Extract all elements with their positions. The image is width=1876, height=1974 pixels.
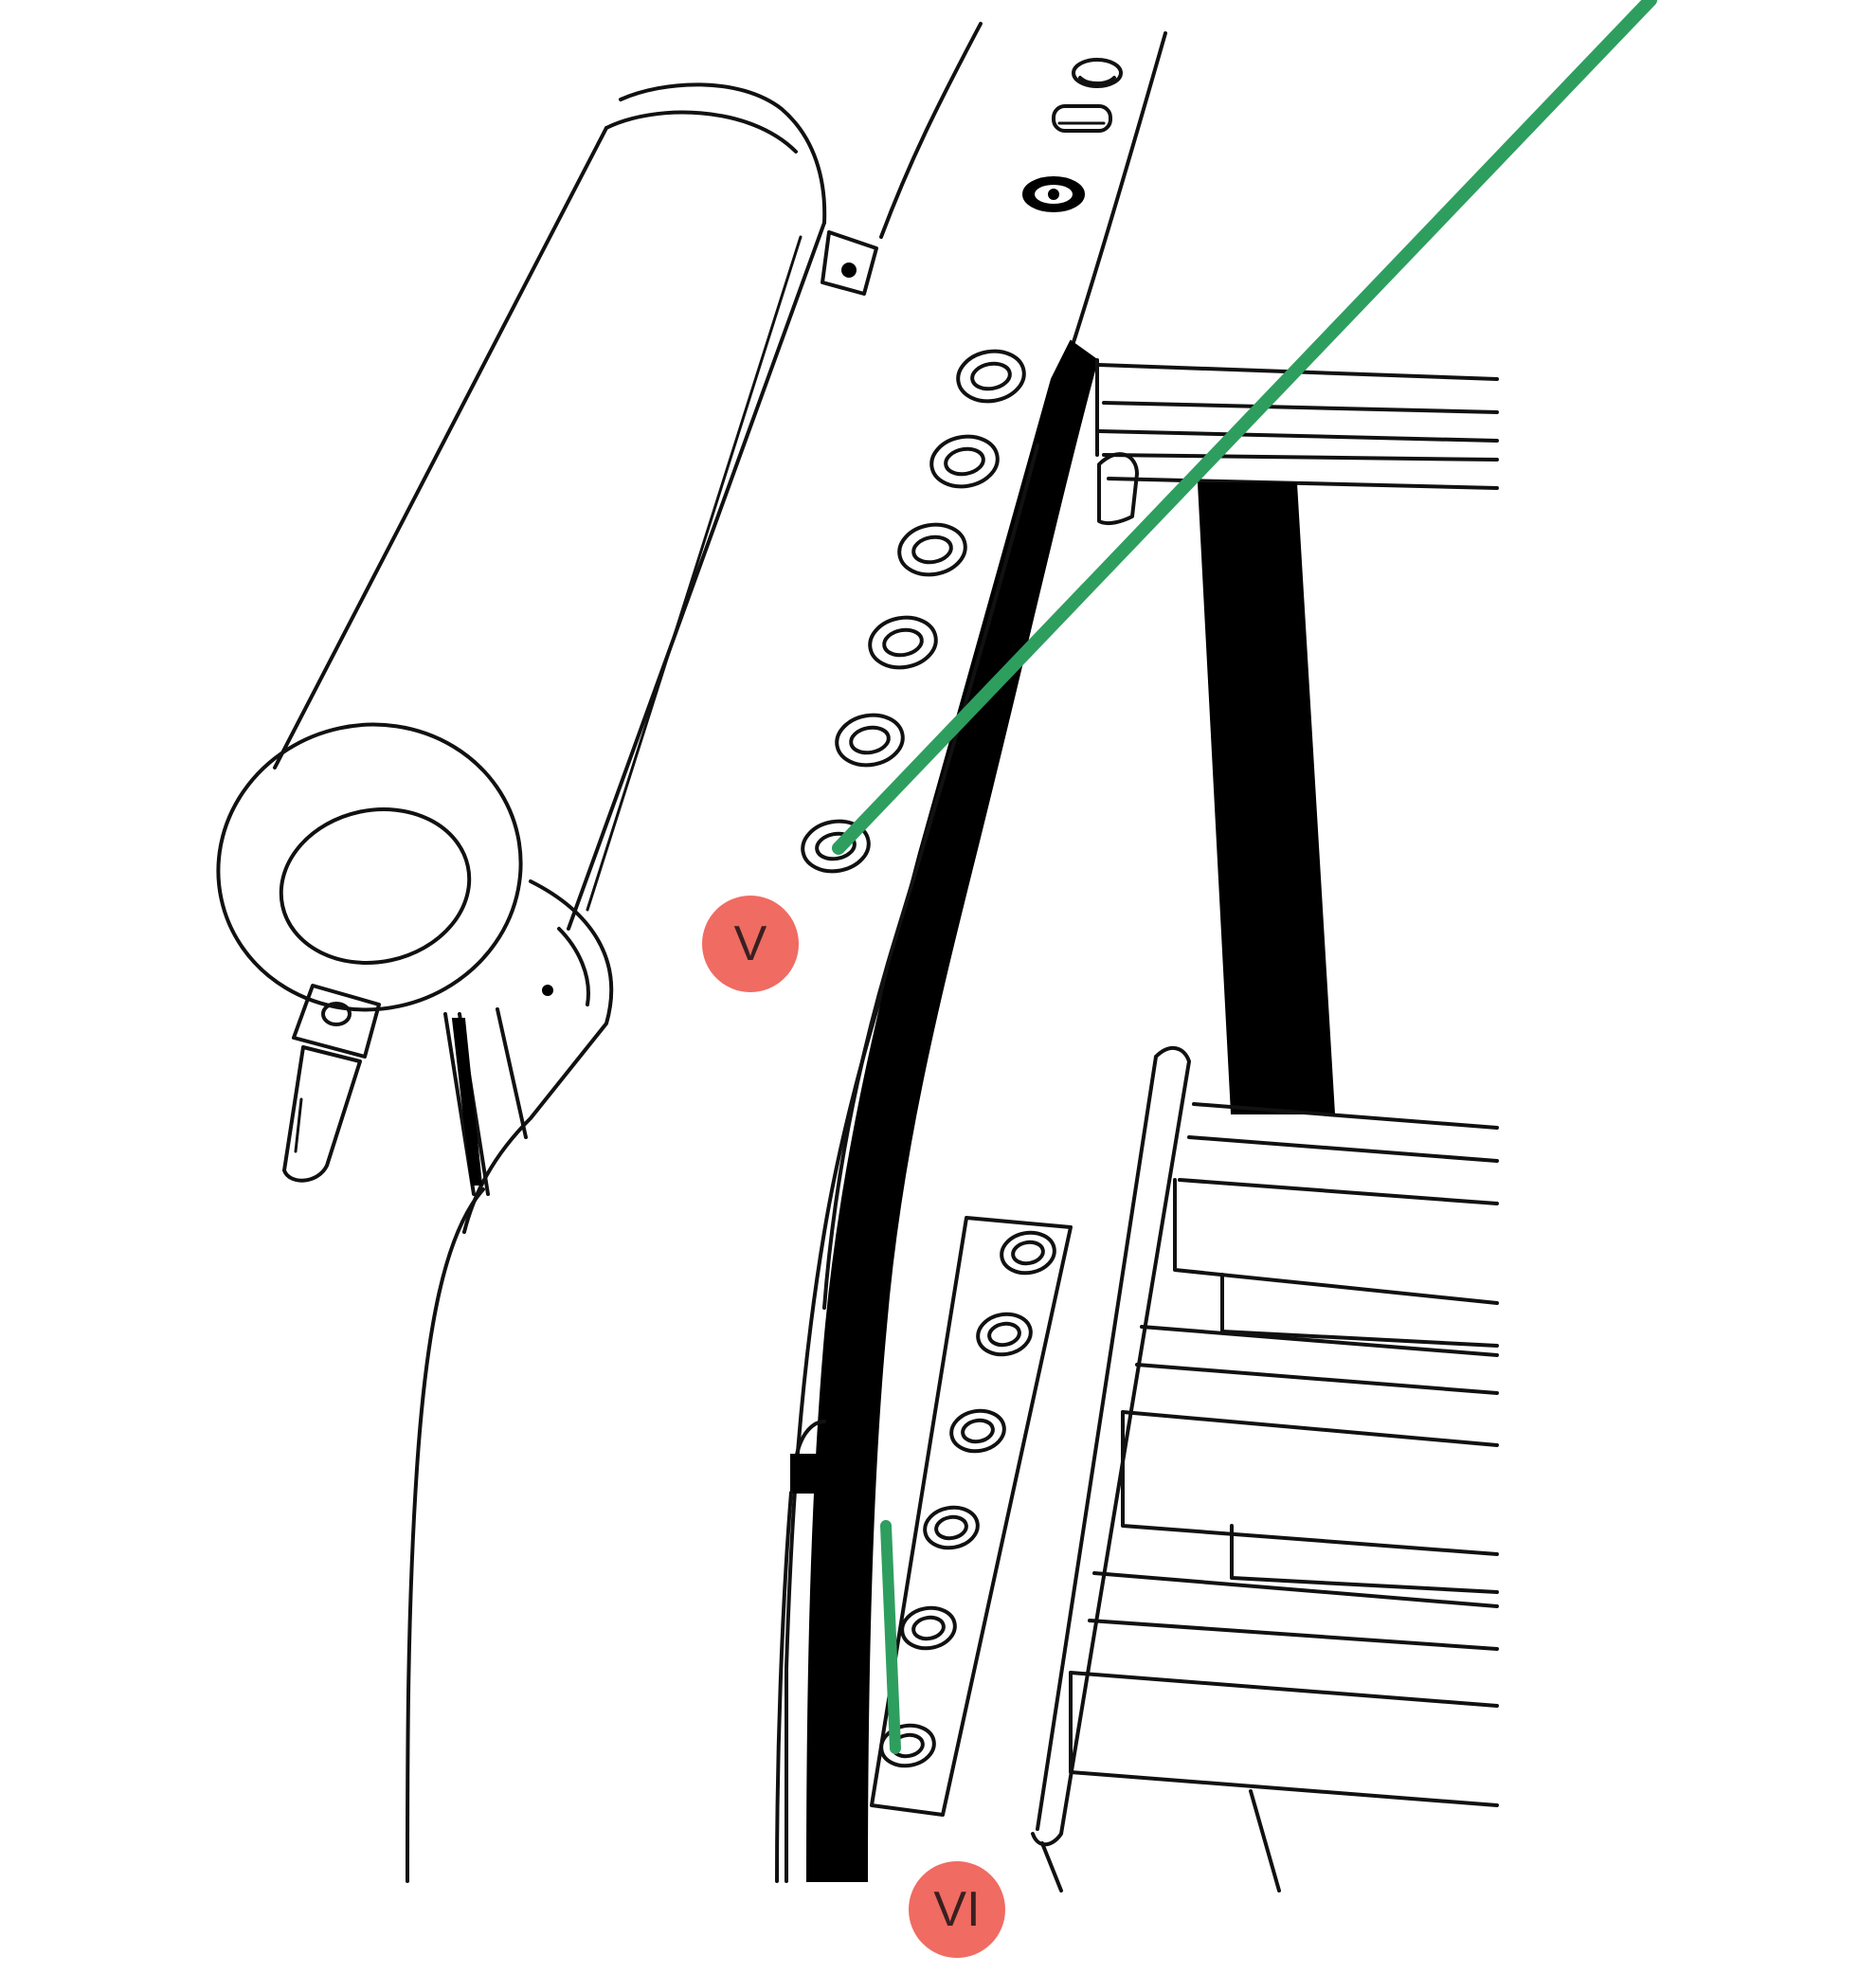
rail-holes	[801, 349, 1026, 874]
label-vi: VI	[909, 1861, 1005, 1958]
lower-slats	[1031, 1046, 1499, 1893]
label-v-badge	[702, 896, 799, 992]
label-v: V	[702, 896, 799, 992]
cabinet-side	[406, 1187, 485, 1883]
hole-inner-ring	[970, 361, 1012, 391]
roller-bracket	[443, 1007, 528, 1196]
guide-lines	[832, 0, 1657, 1754]
hole-inner-ring	[1011, 1240, 1045, 1266]
label-vi-text: VI	[933, 1882, 980, 1937]
strip-holes	[879, 1230, 1056, 1768]
latch-tab	[282, 984, 381, 1183]
guide-line-vi	[880, 1520, 901, 1754]
hole-inner-ring	[944, 446, 985, 477]
roller	[216, 82, 827, 1234]
main-rail	[775, 22, 1167, 1883]
hole-inner-ring	[911, 1615, 946, 1641]
hole-inner-ring	[934, 1514, 968, 1541]
hole-inner-ring	[987, 1321, 1021, 1348]
guide-line-v	[832, 0, 1657, 855]
lower-strip	[870, 1216, 1073, 1817]
roller-clamp	[821, 230, 878, 296]
hole-inner-ring	[882, 627, 924, 658]
rail-top-fittings	[1022, 58, 1123, 212]
upper-frame	[1095, 358, 1499, 1114]
hole-inner-ring	[961, 1418, 995, 1444]
hole-inner-ring	[911, 534, 953, 565]
label-vi-badge	[909, 1861, 1005, 1958]
label-v-text: V	[734, 916, 767, 971]
hole-inner-ring	[849, 725, 891, 755]
